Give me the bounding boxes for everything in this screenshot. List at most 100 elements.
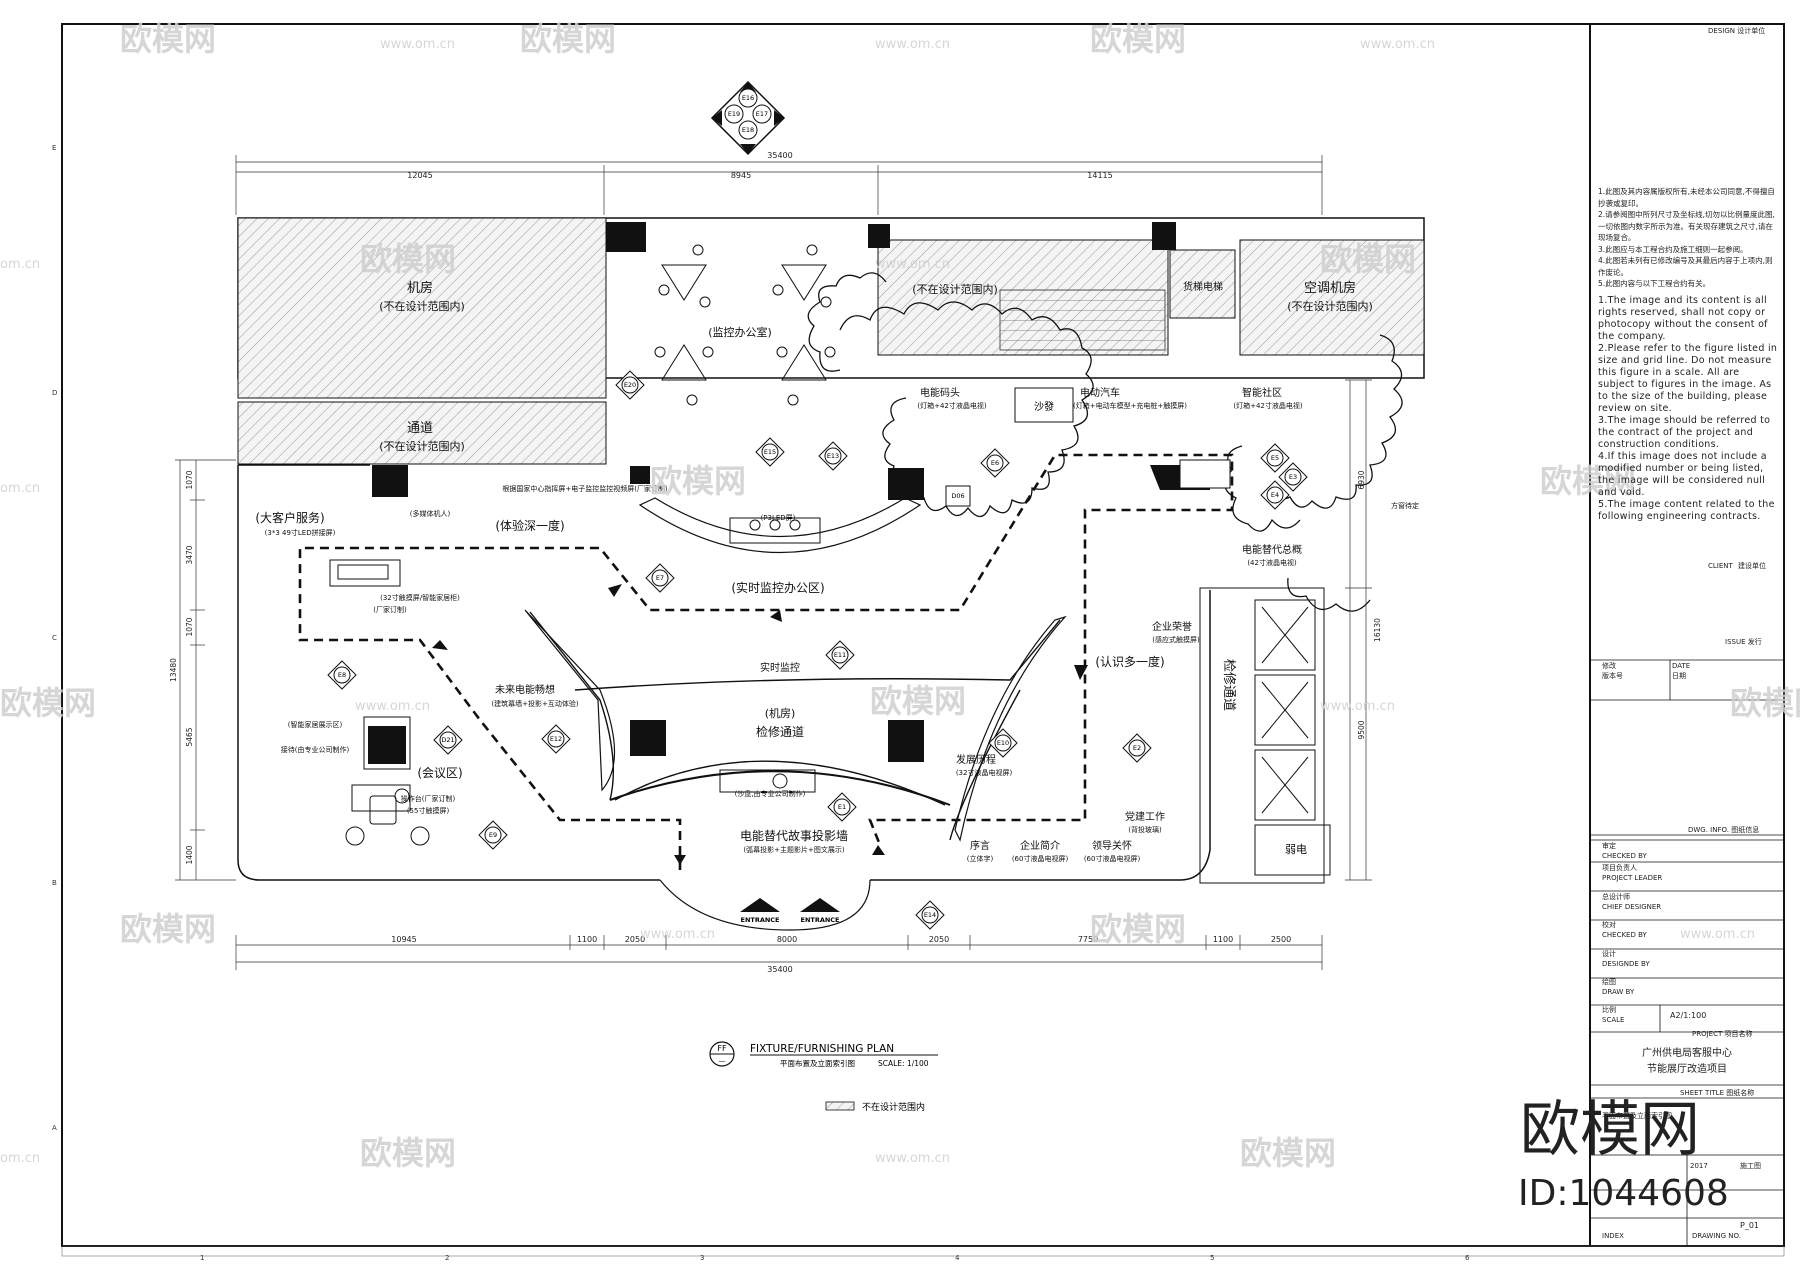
tb-designer-en: DESIGNDE BY xyxy=(1602,960,1650,968)
label-smart-community-note: (灯箱+42寸液晶电视) xyxy=(1233,401,1303,410)
watermark-brand: 欧模网 xyxy=(0,684,96,722)
label-preface: 序言 xyxy=(970,839,990,852)
label-smart-tv: (32寸触摸屏/智能家居柜) xyxy=(380,593,460,602)
watermark-brand: 欧模网 xyxy=(1090,910,1186,948)
plan-title-text: FIXTURE/FURNISHING PLAN xyxy=(750,1043,894,1055)
grid-number: 3 xyxy=(700,1254,704,1262)
label-curtain: 方窗待定 xyxy=(1391,501,1419,510)
entrance-area: ENTRANCE ENTRANCE xyxy=(659,879,871,931)
dim-right: 6930 xyxy=(1357,470,1366,489)
tb-checked2-en: CHECKED BY xyxy=(1602,931,1648,939)
label-development: 发展历程 xyxy=(956,753,996,766)
service-rooms xyxy=(1199,587,1331,884)
note-en: 5.The image content related to the follo… xyxy=(1598,498,1775,522)
label-story-wall-note: (弧幕投影+主题影片+图文展示) xyxy=(743,845,844,854)
label-company-intro: 企业简介 xyxy=(1020,839,1060,852)
watermarks: 欧模网 www.om.cn 欧模网 www.om.cn 欧模网 www.om.c… xyxy=(0,20,1800,1172)
watermark-url: www.om.cn xyxy=(355,699,430,714)
note-en: 1.The image and its content is all right… xyxy=(1598,294,1768,342)
watermark-url: www.om.cn xyxy=(875,37,950,52)
label-realtime-note: (P3LED屏) xyxy=(761,514,796,522)
tb-leader-cn: 项目负责人 xyxy=(1602,863,1637,872)
note-cn: 1.此图及其内容属版权所有,未经本公司同意,不得擅自抄袭或复印。 xyxy=(1598,187,1775,208)
dim-top-total: 35400 xyxy=(767,151,792,160)
dim-bottom-segment: 1100 xyxy=(577,935,597,944)
elevation-tag: E1 xyxy=(838,803,846,811)
bottom-dimensions xyxy=(235,935,1323,970)
elevation-tag: E15 xyxy=(764,448,776,456)
label-out-of-scope: (不在设计范围内) xyxy=(912,282,998,296)
note-en: 4.If this image does not include a modif… xyxy=(1598,450,1767,498)
dim-left-segment: 1070 xyxy=(185,470,194,489)
label-preface-note: (立体字) xyxy=(967,854,994,863)
dim-bottom-segment: 2050 xyxy=(625,935,645,944)
tb-client-label: CLIENT xyxy=(1708,562,1734,570)
left-dimensions xyxy=(175,459,236,881)
label-experience: (体验深一度) xyxy=(495,518,564,533)
tb-scale-cn: 比例 xyxy=(1602,1005,1616,1014)
label-realtime-zone: (实时监控办公区) xyxy=(731,580,824,595)
plan-subtitle: 平面布置及立面索引图 xyxy=(780,1058,855,1068)
visitor-flow-path xyxy=(298,453,1234,870)
tb-project-label: PROJECT 项目名称 xyxy=(1692,1029,1752,1038)
label-leader-care-note: (60寸液晶电视屏) xyxy=(1084,854,1141,863)
dim-bottom-segment: 2500 xyxy=(1271,935,1291,944)
watermark-brand: 欧模网 xyxy=(360,240,456,278)
label-development-note: (32寸液晶电视屏) xyxy=(956,768,1013,777)
label-recognize: (认识多一度) xyxy=(1095,654,1164,669)
dim-bottom-segment: 2050 xyxy=(929,935,949,944)
tb-scale-value: A2/1:100 xyxy=(1670,1011,1706,1020)
dim-right: 16130 xyxy=(1373,618,1382,642)
label-vip-service-note: (3*3 49寸LED拼接屏) xyxy=(265,528,336,537)
elevation-tag: E12 xyxy=(550,735,562,743)
tb-year: 2017 xyxy=(1690,1162,1708,1170)
watermark-brand: 欧模网 xyxy=(1320,240,1416,278)
zone-corridor xyxy=(237,401,607,465)
watermark-url: www.om.cn xyxy=(875,257,950,272)
label-sand-table: (沙盘,由专业公司制作) xyxy=(735,789,806,798)
grid-number: 6 xyxy=(1465,1254,1470,1262)
dim-bottom-segment: 7750 xyxy=(1078,935,1098,944)
label-reception: 接待(由专业公司制作) xyxy=(281,745,350,754)
grid-letter: B xyxy=(52,879,57,887)
plan-scale: SCALE: 1/100 xyxy=(878,1059,929,1068)
brand-stamp-name: 欧模网 xyxy=(1520,1095,1700,1165)
watermark-brand: 欧模网 xyxy=(360,1134,456,1172)
label-monitor-office: (监控办公室) xyxy=(708,325,772,339)
elevation-tag: E11 xyxy=(834,651,846,659)
elevation-tag: E10 xyxy=(997,739,1009,747)
dim-left-segment: 1400 xyxy=(185,845,194,864)
label-company-intro-note: (60寸液晶电视屏) xyxy=(1012,854,1069,863)
label-ev-dock: 电能码头 xyxy=(920,386,960,399)
tb-checked-en: CHECKED BY xyxy=(1602,852,1648,860)
elevation-tags[interactable]: E20 E15 E13 E6 E5 E3 E4 E7 E11 E8 D21 E1… xyxy=(327,370,1308,930)
label-smart-tv-sub: (厂家订制) xyxy=(373,605,407,614)
grid-number: 2 xyxy=(445,1254,449,1262)
elevation-tag: E13 xyxy=(827,452,839,460)
dim-bottom-segment: 1100 xyxy=(1213,935,1233,944)
tb-draw-en: DRAW BY xyxy=(1602,988,1635,996)
grid-labels: 1 2 3 4 5 6 E D C B A xyxy=(52,144,1470,1262)
dim-bottom-segment: 8000 xyxy=(777,935,797,944)
tb-client-cn: 建设单位 xyxy=(1738,561,1766,570)
dim-bottom-total: 35400 xyxy=(767,965,792,974)
notes-en: 1.The image and its content is all right… xyxy=(1598,295,1778,523)
tb-project-name-2: 节能展厅改造项目 xyxy=(1647,1062,1727,1075)
realtime-desk xyxy=(638,497,922,554)
zone-hvac xyxy=(1239,239,1425,356)
label-maintenance: 检修通道 xyxy=(756,724,804,739)
structural-columns xyxy=(368,222,1210,764)
elevation-marker-cluster[interactable]: E16 E19 E17 E18 xyxy=(710,80,786,156)
elevation-tag: E8 xyxy=(338,671,346,679)
grid-number: 1 xyxy=(200,1254,204,1262)
label-ev-car: 电动汽车 xyxy=(1080,386,1120,399)
label-hvac-room: 空调机房 xyxy=(1304,280,1356,296)
label-sofa: 沙發 xyxy=(1034,400,1054,413)
label-party-work: 党建工作 xyxy=(1125,810,1165,823)
tb-drawing-no-label: DRAWING NO. xyxy=(1692,1232,1741,1240)
label-out-of-scope: (不在设计范围内) xyxy=(379,439,465,453)
tb-date-label: DATE xyxy=(1672,662,1690,670)
tb-index-label: INDEX xyxy=(1602,1232,1624,1240)
